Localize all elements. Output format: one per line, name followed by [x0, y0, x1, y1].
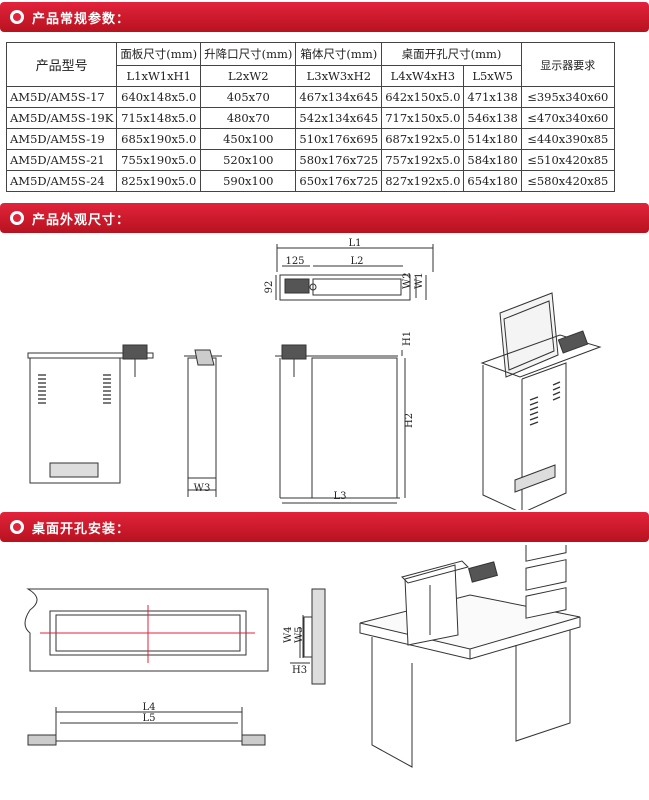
bullet-icon: [10, 10, 24, 24]
cell-model: AM5D/AM5S-21: [5, 149, 118, 171]
spec-table: 产品型号 面板尺寸(mm) 升降口尺寸(mm) 箱体尺寸(mm) 桌面开孔尺寸(…: [5, 42, 615, 192]
lift-3d-drawing: [480, 292, 602, 510]
label-l4: L4: [142, 702, 155, 713]
cell: ≤580x420x85: [520, 170, 615, 192]
group-header: 升降口尺寸(mm): [200, 42, 297, 66]
cell: 757x192x5.0: [381, 149, 465, 171]
section-bar-install: 桌面开孔安装：: [0, 512, 649, 542]
model-header: 产品型号: [5, 42, 118, 87]
cell: ≤510x420x85: [520, 149, 615, 171]
label-w1: W1: [414, 272, 425, 289]
section-title: 产品外观尺寸：: [32, 213, 131, 228]
label-w5: W5: [294, 626, 305, 643]
group-header: 桌面开孔尺寸(mm): [381, 42, 522, 66]
label-w2: W2: [402, 272, 413, 289]
desk-cutout-drawing: [24, 588, 269, 672]
cell: 715x148x5.0: [116, 107, 202, 129]
cell: 520x100: [200, 149, 297, 171]
cell: 640x148x5.0: [116, 86, 202, 108]
table-row: AM5D/AM5S-19 685x190x5.0 450x100 510x176…: [5, 128, 615, 150]
label-l3: L3: [333, 491, 346, 502]
cutout-section-drawing: W4 W5 H3: [283, 588, 326, 685]
cell-model: AM5D/AM5S-19K: [5, 107, 118, 129]
label-125: 125: [285, 256, 304, 267]
front-view-drawing: [27, 344, 154, 484]
cell: 450x100: [200, 128, 297, 150]
label-92: 92: [264, 281, 275, 294]
label-w3: W3: [194, 483, 211, 494]
cell: ≤470x340x60: [520, 107, 615, 129]
cell: 825x190x5.0: [116, 170, 202, 192]
table-row: AM5D/AM5S-19K 715x148x5.0 480x70 542x134…: [5, 107, 615, 129]
sub-header: L4xW4xH3: [381, 65, 465, 87]
section-title: 桌面开孔安装：: [32, 522, 131, 537]
cell: 717x150x5.0: [381, 107, 465, 129]
cell: 687x192x5.0: [381, 128, 465, 150]
label-l2: L2: [350, 256, 363, 267]
bullet-icon: [10, 211, 24, 225]
cell: 480x70: [200, 107, 297, 129]
sub-header: L2xW2: [200, 65, 297, 87]
cell: 405x70: [200, 86, 297, 108]
group-header: 箱体尺寸(mm): [295, 42, 383, 66]
label-h3: H3: [292, 665, 307, 676]
cell-model: AM5D/AM5S-24: [5, 170, 118, 192]
top-view-drawing: L1 L2 125 92 W2 W1: [264, 238, 434, 301]
cell: 590x100: [200, 170, 297, 192]
length-section-drawing: L4 L5: [27, 702, 266, 746]
desk-3d-drawing: [359, 545, 581, 768]
cell: ≤440x390x85: [520, 128, 615, 150]
label-h2: H2: [404, 413, 415, 428]
cell: 510x176x695: [295, 128, 383, 150]
section-bar-dimensions: 产品外观尺寸：: [0, 203, 649, 233]
cell: 642x150x5.0: [381, 86, 465, 108]
cell: 514x180: [463, 128, 522, 150]
label-l5: L5: [142, 713, 155, 724]
cell: 471x138: [463, 86, 522, 108]
cell: 685x190x5.0: [116, 128, 202, 150]
sub-header: L1xW1xH1: [116, 65, 202, 87]
table-row: AM5D/AM5S-24 825x190x5.0 590x100 650x176…: [5, 170, 615, 192]
sub-header: L5xW5: [463, 65, 522, 87]
label-h1: H1: [402, 331, 413, 346]
cell-model: AM5D/AM5S-19: [5, 128, 118, 150]
side-view-2-drawing: H1 H2 L3: [275, 331, 415, 504]
cell: ≤395x340x60: [520, 86, 615, 108]
cell: 584x180: [463, 149, 522, 171]
section-bar-params: 产品常规参数：: [0, 2, 649, 32]
group-header: 面板尺寸(mm): [116, 42, 202, 66]
table-row: AM5D/AM5S-21 755x190x5.0 520x100 580x176…: [5, 149, 615, 171]
label-l1: L1: [348, 238, 361, 249]
cell: 546x138: [463, 107, 522, 129]
side-view-drawing: W3: [184, 349, 222, 497]
sub-header: L3xW3xH2: [295, 65, 383, 87]
section-title: 产品常规参数：: [32, 12, 131, 27]
cell-model: AM5D/AM5S-17: [5, 86, 118, 108]
cell: 827x192x5.0: [381, 170, 465, 192]
install-drawings: W4 W5 H3 L4 L5: [24, 545, 581, 768]
display-header: 显示器要求: [520, 42, 615, 87]
cell: 755x190x5.0: [116, 149, 202, 171]
table-row: AM5D/AM5S-17 640x148x5.0 405x70 467x134x…: [5, 86, 615, 108]
cell: 580x176x725: [295, 149, 383, 171]
cell: 467x134x645: [295, 86, 383, 108]
cell: 650x176x725: [295, 170, 383, 192]
cell: 654x180: [463, 170, 522, 192]
dimension-drawings: L1 L2 125 92 W2 W1: [27, 238, 602, 510]
cell: 542x134x645: [295, 107, 383, 129]
bullet-icon: [10, 520, 24, 534]
label-w4: W4: [283, 626, 294, 643]
